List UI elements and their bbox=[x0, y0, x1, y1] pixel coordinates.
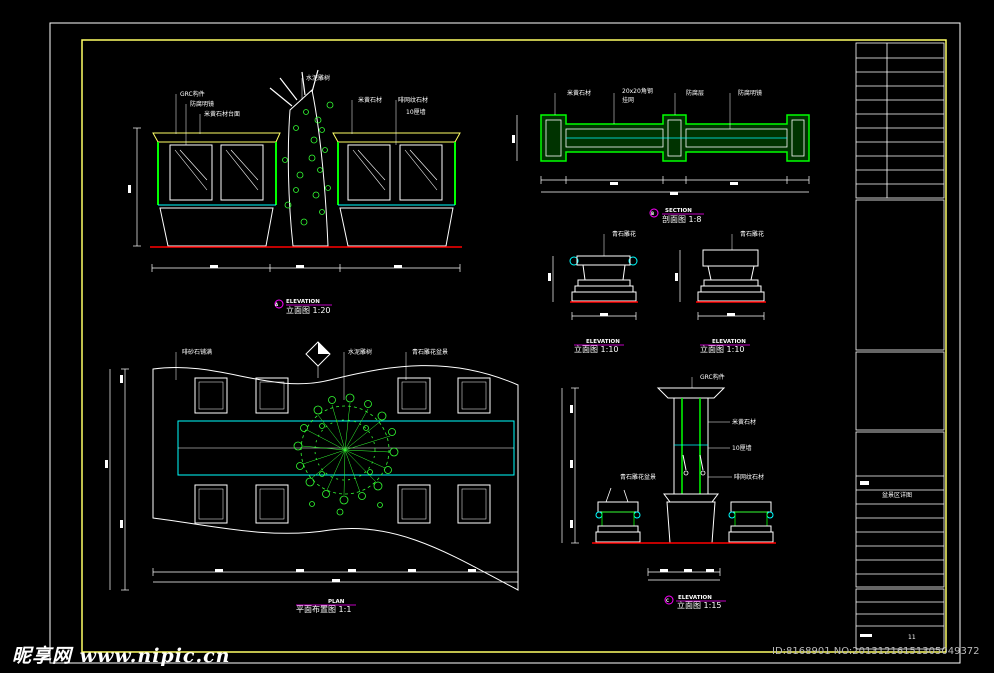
outer-sheet-border bbox=[49, 22, 961, 664]
plan-note-gravel: 啡砂石铺满 bbox=[182, 348, 212, 356]
callout-b-letter: B bbox=[651, 211, 654, 216]
note-stone-top: 米黄石材台面 bbox=[204, 110, 240, 118]
elevation-small-right-note: 青石雕花 bbox=[740, 230, 764, 238]
watermark-site: 昵享网 www.nipic.cn bbox=[12, 645, 231, 667]
note-cement-tree: 水泥雕树 bbox=[306, 74, 330, 82]
section-note-coating: 防腐层 bbox=[686, 89, 704, 97]
title-block-stamp bbox=[860, 634, 872, 637]
inner-drawing-border bbox=[81, 39, 947, 653]
tree-foliage bbox=[282, 101, 334, 226]
plan-note-planter: 青石雕花盆景 bbox=[412, 348, 448, 356]
column-note-wall: 10厘墙 bbox=[732, 444, 752, 452]
section-notes: 米黄石材 20x20角钢 挂网 防腐层 防腐明镜 bbox=[554, 87, 762, 129]
plan-tag: PLAN bbox=[328, 599, 345, 605]
sheet-number: 11 bbox=[908, 634, 916, 641]
elevation-small-left-note: 青石雕花 bbox=[612, 230, 636, 238]
plan-tree-branches bbox=[301, 402, 391, 496]
elevation-small-left-drawing bbox=[548, 255, 638, 320]
elevation-main-tag: ELEVATION bbox=[286, 299, 320, 305]
elevation-main-title: 立面图 1:20 bbox=[286, 305, 331, 315]
column-note-grc: GRC构件 bbox=[700, 373, 725, 381]
elevation-small-right-tag: ELEVATION bbox=[712, 339, 746, 345]
plan-note-cement-tree: 水泥雕树 bbox=[348, 348, 372, 356]
callout-a bbox=[274, 299, 284, 309]
callout-c bbox=[664, 595, 674, 605]
section-title: 剖面图 1:8 bbox=[662, 214, 701, 224]
section-note-angle-steel: 20x20角钢 bbox=[622, 87, 653, 95]
column-note-coffee-stone: 啡网纹石材 bbox=[734, 473, 764, 481]
elevation-column-notes: GRC构件 米黄石材 10厘墙 青石雕花盆景 啡网纹石材 bbox=[620, 373, 764, 481]
section-note-beige-stone: 米黄石材 bbox=[567, 89, 591, 97]
elevation-column-title: 立面图 1:15 bbox=[677, 600, 722, 610]
watermark-id: ID:8168901 NO:20131216151305049372 bbox=[772, 646, 980, 657]
elevation-small-right-title: 立面图 1:10 bbox=[700, 344, 745, 354]
elevation-main-drawing bbox=[128, 69, 462, 272]
plan-tree-canopy bbox=[293, 393, 399, 516]
plan-notes: 啡砂石铺满 水泥雕树 青石雕花盆景 bbox=[175, 348, 448, 400]
section-drawing bbox=[512, 114, 810, 195]
callout-a-letter: A bbox=[275, 302, 279, 307]
elevation-small-right-drawing bbox=[675, 249, 766, 320]
title-block bbox=[855, 42, 945, 650]
elevation-small-left-title: 立面图 1:10 bbox=[574, 344, 619, 354]
callout-b bbox=[649, 208, 659, 218]
column-note-beige-stone: 米黄石材 bbox=[732, 418, 756, 426]
title-block-logo bbox=[860, 481, 869, 485]
plan-drawing bbox=[105, 341, 519, 591]
note-mirror: 防腐明镜 bbox=[190, 100, 214, 108]
section-tag: SECTION bbox=[665, 208, 692, 214]
note-coffee-stone: 啡网纹石材 bbox=[398, 96, 428, 104]
elevation-column-tag: ELEVATION bbox=[678, 595, 712, 601]
section-note-mirror: 防腐明镜 bbox=[738, 89, 762, 97]
column-note-planter: 青石雕花盆景 bbox=[620, 473, 656, 481]
note-wall: 10厘墙 bbox=[406, 108, 426, 116]
callout-c-letter: C bbox=[666, 598, 669, 603]
section-note-mesh: 挂网 bbox=[622, 96, 634, 104]
note-beige-stone: 米黄石材 bbox=[358, 96, 382, 104]
elevation-small-left-tag: ELEVATION bbox=[586, 339, 620, 345]
elevation-main-notes: GRC构件 防腐明镜 米黄石材台面 水泥雕树 米黄石材 啡网纹石材 10厘墙 bbox=[175, 74, 428, 145]
elevation-column-drawing bbox=[561, 387, 776, 581]
drawing-name: 盆景区详图 bbox=[882, 491, 912, 499]
note-grc: GRC构件 bbox=[180, 90, 205, 98]
plan-title: 平面布置图 1:1 bbox=[296, 604, 351, 614]
